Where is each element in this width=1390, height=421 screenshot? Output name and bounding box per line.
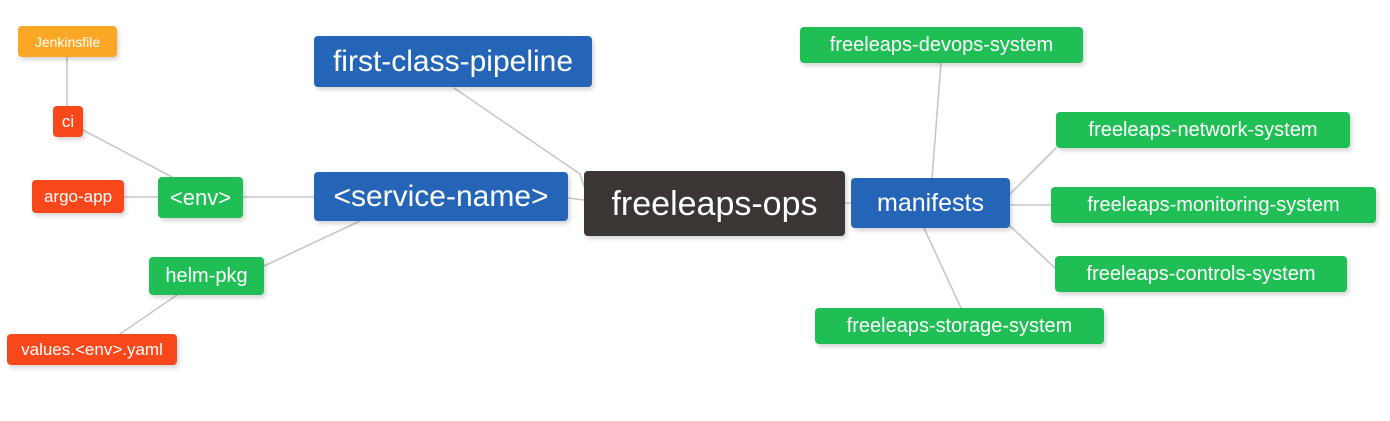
edge-helmpkg-values: [119, 294, 178, 335]
node-manifests[interactable]: manifests: [851, 178, 1010, 228]
node-label-freeleaps-controls-system: freeleaps-controls-system: [1086, 263, 1316, 285]
edge-manifests-controls: [1009, 225, 1056, 269]
edge-env-ci: [82, 129, 173, 178]
node-label-manifests: manifests: [877, 188, 984, 217]
edge-servicename-helmpkg: [263, 220, 361, 267]
edge-manifests-storage: [923, 227, 962, 309]
node-label-freeleaps-network-system: freeleaps-network-system: [1088, 119, 1318, 141]
node-env[interactable]: <env>: [158, 177, 243, 218]
node-argo-app[interactable]: argo-app: [32, 180, 124, 213]
node-label-freeleaps-ops: freeleaps-ops: [611, 184, 818, 223]
node-first-class-pipeline[interactable]: first-class-pipeline: [314, 36, 592, 87]
node-label-freeleaps-storage-system: freeleaps-storage-system: [846, 315, 1073, 337]
node-ci[interactable]: ci: [53, 106, 83, 137]
node-service-name[interactable]: <service-name>: [314, 172, 568, 221]
edge-ops-servicename: [567, 197, 585, 201]
node-label-argo-app: argo-app: [43, 187, 113, 206]
node-label-env: <env>: [169, 184, 232, 210]
node-label-jenkinsfile: Jenkinsfile: [34, 33, 101, 50]
node-label-ci: ci: [61, 112, 75, 131]
node-freeleaps-monitoring-system[interactable]: freeleaps-monitoring-system: [1051, 187, 1376, 223]
node-freeleaps-ops[interactable]: freeleaps-ops: [584, 171, 845, 236]
node-label-freeleaps-devops-system: freeleaps-devops-system: [829, 34, 1054, 56]
node-freeleaps-storage-system[interactable]: freeleaps-storage-system: [815, 308, 1104, 344]
node-label-helm-pkg: helm-pkg: [165, 265, 248, 287]
node-jenkinsfile[interactable]: Jenkinsfile: [18, 26, 117, 57]
node-freeleaps-network-system[interactable]: freeleaps-network-system: [1056, 112, 1350, 148]
node-freeleaps-devops-system[interactable]: freeleaps-devops-system: [800, 27, 1083, 63]
node-label-values-env-yaml: values.<env>.yaml: [21, 340, 163, 359]
edge-manifests-devops: [931, 62, 942, 179]
node-label-freeleaps-monitoring-system: freeleaps-monitoring-system: [1087, 194, 1340, 216]
edge-manifests-network: [1009, 147, 1057, 195]
node-values-env-yaml[interactable]: values.<env>.yaml: [7, 334, 177, 365]
node-label-first-class-pipeline: first-class-pipeline: [332, 44, 574, 78]
node-helm-pkg[interactable]: helm-pkg: [149, 257, 264, 295]
node-label-service-name: <service-name>: [333, 179, 549, 213]
node-freeleaps-controls-system[interactable]: freeleaps-controls-system: [1055, 256, 1347, 292]
